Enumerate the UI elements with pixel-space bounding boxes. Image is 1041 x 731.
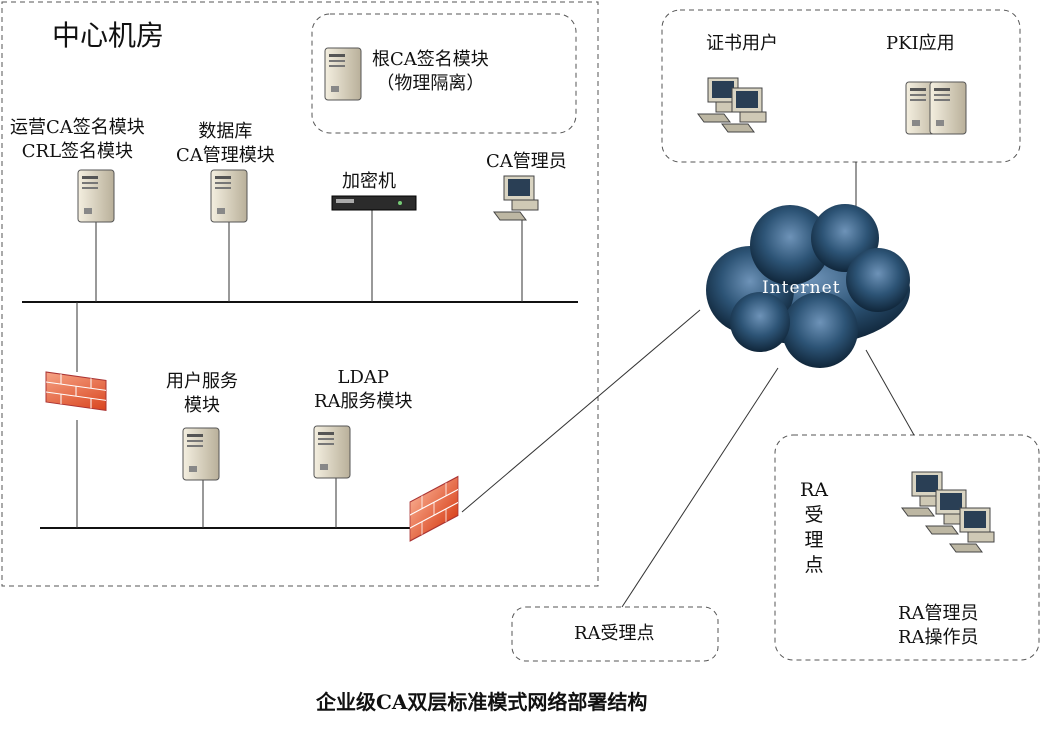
ra-point-box (511, 606, 719, 662)
internet-cloud-icon (706, 204, 910, 368)
ldap-server-icon (313, 425, 351, 479)
ldap-ra-label: LDAP RA服务模块 (314, 367, 413, 412)
ra-box (774, 434, 1040, 661)
db-ca-label: 数据库 CA管理模块 (176, 121, 275, 166)
pki-server-icon-2 (929, 81, 967, 135)
root-ca-server-icon (324, 47, 362, 101)
root-ca-label: 根CA签名模块 （物理隔离） (372, 49, 489, 94)
ra-vertical-label: RA 受 理 点 (800, 479, 829, 576)
firewall-icon-2 (409, 475, 459, 542)
center-room-title: 中心机房 (52, 19, 165, 52)
diagram-caption: 企业级CA双层标准模式网络部署结构 (316, 690, 648, 714)
cert-users-label: 证书用户 (706, 33, 778, 54)
center-room-box (1, 1, 599, 587)
ra-point-label: RA受理点 (574, 623, 655, 644)
user-service-server-icon (182, 427, 220, 481)
ca-admin-label: CA管理员 (486, 151, 567, 172)
ops-ca-label: 运营CA签名模块 CRL签名模块 (10, 117, 145, 162)
ra-roles-label: RA管理员 RA操作员 (898, 603, 979, 648)
pki-app-label: PKI应用 (886, 33, 955, 54)
internet-label: Internet (762, 278, 841, 298)
user-service-label: 用户服务 模块 (166, 371, 238, 416)
db-server-icon (210, 169, 248, 223)
firewall-icon (45, 371, 107, 411)
ca-admin-pc-icon (493, 175, 539, 221)
root-ca-box (311, 13, 577, 134)
encryptor-label: 加密机 (342, 171, 396, 192)
ops-ca-server-icon (77, 169, 115, 223)
users-box (661, 9, 1021, 163)
encryptor-icon (331, 195, 417, 211)
